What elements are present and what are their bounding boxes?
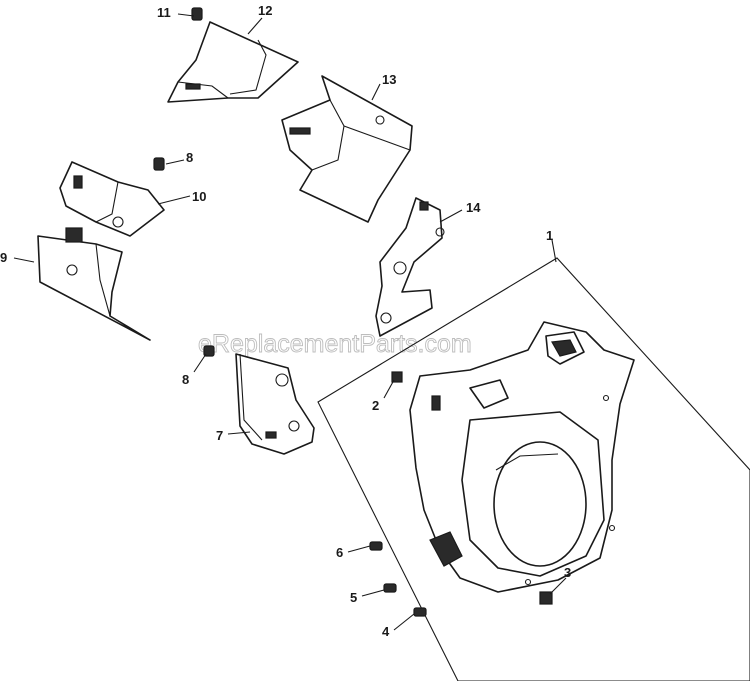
callout-8-upper: 8 bbox=[186, 150, 193, 165]
callout-7: 7 bbox=[216, 428, 223, 443]
callout-13: 13 bbox=[382, 72, 396, 87]
part-1-blower-housing bbox=[409, 321, 635, 593]
callout-6: 6 bbox=[336, 545, 343, 560]
part-5-screw bbox=[383, 583, 397, 593]
part-2-nut bbox=[391, 371, 403, 383]
callout-8-lower: 8 bbox=[182, 372, 189, 387]
part-11-screw bbox=[191, 7, 203, 21]
callout-10: 10 bbox=[192, 189, 206, 204]
callout-4: 4 bbox=[382, 624, 390, 639]
part-8-screw-upper bbox=[153, 157, 165, 171]
watermark-text: eReplacementParts.com bbox=[198, 330, 472, 358]
part-13-shroud bbox=[281, 75, 413, 223]
part-4-screw bbox=[413, 607, 427, 617]
part-6-screw bbox=[369, 541, 383, 551]
callout-1: 1 bbox=[546, 228, 553, 243]
part-3-nut bbox=[539, 591, 553, 605]
part-9-baffle bbox=[37, 227, 151, 341]
part-14-bracket bbox=[375, 197, 445, 337]
callout-12: 12 bbox=[258, 3, 272, 18]
part-12-shroud bbox=[167, 21, 299, 103]
leader-lines bbox=[13, 13, 567, 631]
callout-11: 11 bbox=[157, 5, 171, 20]
part-8-screw-lower bbox=[203, 345, 215, 357]
callout-5: 5 bbox=[350, 590, 357, 605]
callout-14: 14 bbox=[466, 200, 481, 215]
callout-9: 9 bbox=[0, 250, 7, 265]
part-7-bracket bbox=[235, 353, 315, 455]
part-10-bracket bbox=[59, 161, 165, 237]
callout-2: 2 bbox=[372, 398, 379, 413]
callout-3: 3 bbox=[564, 565, 571, 580]
assembly-boundary bbox=[317, 257, 750, 681]
